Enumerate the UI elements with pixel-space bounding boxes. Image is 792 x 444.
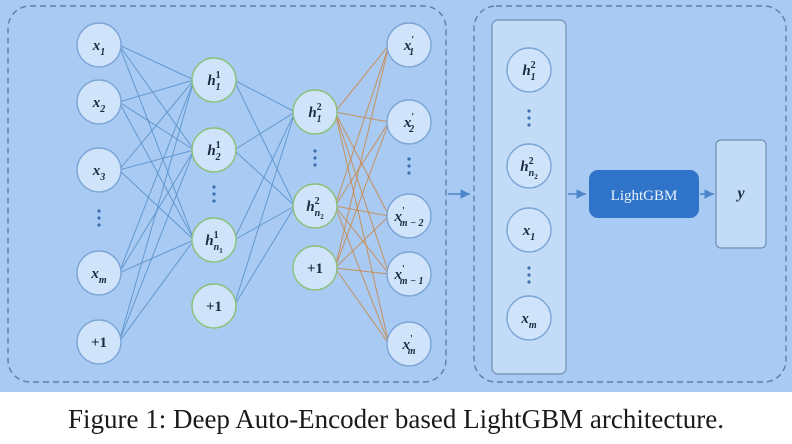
edge-input-hidden1 [118,79,195,103]
edge-input-hidden1 [118,79,195,274]
input-label: x1 [92,38,106,58]
edge-hidden2-output [334,215,390,269]
hidden1-label: +1 [206,299,222,315]
lightgbm-label: LightGBM [611,188,678,204]
edge-hidden1-hidden2 [233,111,296,151]
edge-input-hidden1 [118,149,195,343]
hidden1-node [191,57,237,103]
input-node [76,319,122,365]
feature-ellipsis [527,109,531,127]
edge-hidden1-hidden2 [233,205,296,307]
edge-input-hidden1 [118,239,195,274]
edge-hidden2-output [334,267,390,345]
edge-hidden2-output [334,205,390,275]
output-node [386,99,432,145]
hidden1-ellipsis [212,185,216,203]
input-node [76,147,122,193]
feature-column [491,19,567,375]
prediction-panel [473,5,787,383]
edge-hidden2-output [334,111,390,275]
edge-hidden1-hidden2 [233,149,296,207]
input-node [76,250,122,296]
input-label: +1 [91,335,107,351]
output-label: x'1 [403,35,415,58]
feature-node [506,47,552,93]
autoencoder-panel [7,5,447,383]
output-label: y [735,185,745,202]
connection-edges [118,44,390,345]
output-label: x'm [401,334,415,357]
feature-node [506,295,552,341]
edge-input-hidden1 [118,44,195,151]
edge-hidden1-hidden2 [233,205,296,241]
output-label: x'm − 2 [393,206,423,229]
edge-input-hidden1 [118,149,195,171]
hidden1-node [191,127,237,173]
output-node [386,193,432,239]
edge-hidden2-output [334,44,390,113]
edge-input-hidden1 [118,101,195,241]
edge-hidden2-output [334,111,390,123]
edge-input-hidden1 [118,79,195,171]
edge-hidden2-output [334,121,390,207]
edge-input-hidden1 [118,44,195,81]
edge-input-hidden1 [118,101,195,151]
hidden1-node [191,283,237,329]
input-label: xm [90,266,107,286]
edge-hidden2-output [334,267,390,275]
output-node [386,251,432,297]
input-node [76,22,122,68]
output-label: x'm − 1 [393,264,423,287]
output-node [386,22,432,68]
feature-node [506,207,552,253]
feature-label: xm [520,311,537,331]
feature-label: x1 [522,223,536,243]
input-label: x2 [92,95,106,115]
edge-hidden2-output [334,121,390,269]
edge-hidden1-hidden2 [233,111,296,307]
figure-caption: Figure 1: Deep Auto-Encoder based LightG… [67,404,725,434]
edge-hidden2-output [334,111,390,345]
hidden2-node [292,183,338,229]
edge-input-hidden1 [118,79,195,343]
edge-input-hidden1 [118,44,195,241]
hidden2-node [292,89,338,135]
feature-node [506,143,552,189]
edge-hidden1-hidden2 [233,79,296,207]
hidden2-node [292,245,338,291]
output-ellipsis [407,157,411,175]
output-label: x'2 [403,112,415,135]
edge-hidden2-output [334,44,390,269]
output-box [715,139,767,249]
hidden2-ellipsis [313,149,317,167]
input-ellipsis [97,209,101,227]
edge-hidden1-hidden2 [233,111,296,241]
input-label: x3 [92,163,106,183]
feature-ellipsis [527,266,531,284]
edge-hidden2-output [334,205,390,217]
hidden2-label: +1 [307,261,323,277]
edge-input-hidden1 [118,239,195,343]
input-node [76,79,122,125]
edge-hidden1-hidden2 [233,79,296,113]
hidden1-node [191,217,237,263]
edge-input-hidden1 [118,169,195,241]
lightgbm-box [589,170,699,218]
output-node [386,321,432,367]
edge-hidden2-output [334,44,390,207]
